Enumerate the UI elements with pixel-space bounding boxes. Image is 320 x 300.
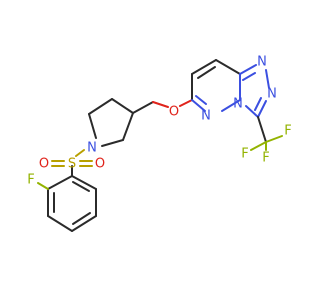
bond [111,98,134,114]
atom-f-cf3-bottom: F [262,151,269,166]
bond [245,105,259,118]
bond [71,215,97,232]
bond [72,181,90,192]
atom-o-sulfonyl-right: O [95,157,105,172]
bond [75,149,85,157]
atom-n-pyridazine-bottom: N [201,109,211,124]
atom-f-cf3-right: F [284,124,291,139]
bond [215,59,241,75]
bond [71,175,97,190]
bond [101,139,124,147]
bond [195,95,207,105]
bond [152,101,169,108]
atom-n-triazole-top: N [257,55,267,70]
bond [37,182,49,190]
bond [221,99,241,112]
atom-o-ether: O [169,105,179,120]
bond [257,116,267,143]
bond [250,141,267,151]
bond [88,113,97,139]
atom-o-sulfonyl-left: O [39,157,49,172]
bond [132,101,154,114]
bond [88,98,113,115]
bond [122,112,134,141]
atom-n-pyridazine-bridge: N [233,97,243,112]
molecule-structure: N S O O F O N N N N F F F [27,55,292,232]
bond [265,135,283,143]
bond [254,97,262,111]
bond [191,99,206,112]
atom-labels: N S O O F O N N N N F F F [27,55,291,188]
atom-f-aryl: F [27,173,34,188]
bond [265,69,270,89]
bond [47,175,73,190]
bond [197,66,216,79]
atom-s-sulfonyl: S [68,157,76,172]
atom-f-cf3-left: F [241,147,248,162]
bonds [37,59,283,232]
bond [179,99,193,107]
atom-n-pyrrolidine: N [87,141,97,156]
bond [239,64,257,75]
bond [191,59,217,75]
bond [47,215,73,232]
bond [72,212,91,225]
atom-n-triazole-right: N [267,87,277,102]
bond [242,72,256,81]
bond [257,100,267,118]
